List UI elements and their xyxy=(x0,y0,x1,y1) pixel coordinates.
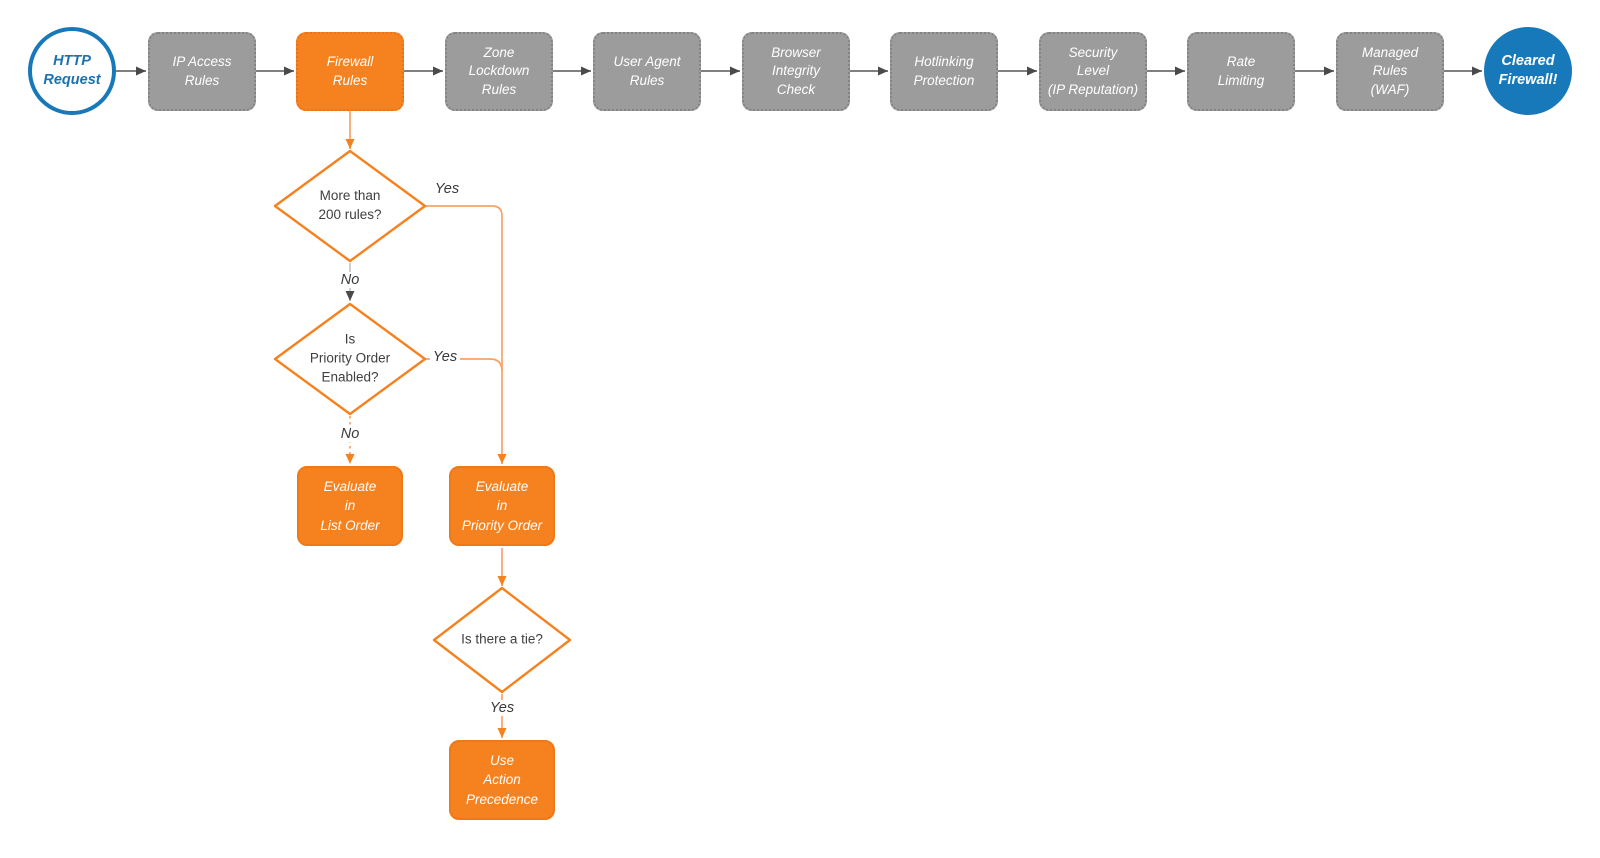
pipeline-box-rate-limiting: Rate Limiting xyxy=(1187,32,1295,111)
pipeline-box-label: User Agent Rules xyxy=(613,53,681,88)
decision-diamonds xyxy=(273,149,572,694)
decision-priority-order-enabled-shape xyxy=(273,302,427,416)
pipeline-box-label: Managed Rules (WAF) xyxy=(1361,44,1419,97)
edge-decision2-yes xyxy=(425,358,503,372)
edge-label-decision3-yes: Yes xyxy=(486,700,518,716)
decision-is-there-a-tie-shape xyxy=(432,586,572,694)
end-node-cleared-firewall: Cleared Firewall! xyxy=(1484,27,1572,115)
decision-more-than-200-rules-shape xyxy=(273,149,427,263)
pipeline-box-label: Hotlinking Protection xyxy=(913,53,975,88)
pipeline-box-label: Zone Lockdown Rules xyxy=(468,44,530,97)
pipeline-box-user-agent-rules: User Agent Rules xyxy=(593,32,701,111)
edge-label-decision1-no: No xyxy=(337,272,363,288)
decision-more-than-200-rules-label: More than 200 rules? xyxy=(318,188,382,222)
pipeline-box-label: Firewall Rules xyxy=(326,53,374,88)
start-node-http-request: HTTP Request xyxy=(28,27,116,115)
pipeline-box-label: Browser Integrity Check xyxy=(771,44,821,97)
decision-is-there-a-tie-label: Is there a tie? xyxy=(461,631,543,647)
action-box-label: Evaluate in List Order xyxy=(320,478,380,533)
pipeline-box-label: Rate Limiting xyxy=(1217,53,1265,88)
action-box-label: Use Action Precedence xyxy=(465,752,539,807)
pipeline-box-label: IP Access Rules xyxy=(172,53,232,88)
edge-label-decision2-yes: Yes xyxy=(429,349,461,365)
pipeline-box-browser-integrity-check: Browser Integrity Check xyxy=(742,32,850,111)
action-box-use-action-precedence: Use Action Precedence xyxy=(449,740,555,820)
pipeline-box-ip-access-rules: IP Access Rules xyxy=(148,32,256,111)
pipeline-box-hotlinking-protection: Hotlinking Protection xyxy=(890,32,998,111)
start-node-label: HTTP Request xyxy=(43,53,101,88)
edge-decision1-yes xyxy=(425,205,507,464)
end-node-label: Cleared Firewall! xyxy=(1498,53,1558,88)
action-box-label: Evaluate in Priority Order xyxy=(461,478,543,533)
action-box-evaluate-in-list-order: Evaluate in List Order xyxy=(297,466,403,546)
pipeline-box-label: Security Level (IP Reputation) xyxy=(1047,44,1139,97)
edge-label-decision1-yes: Yes xyxy=(434,181,460,197)
pipeline-box-zone-lockdown-rules: Zone Lockdown Rules xyxy=(445,32,553,111)
edge-label-decision2-no: No xyxy=(337,426,363,442)
decision-priority-order-enabled-label: Is Priority Order Enabled? xyxy=(309,331,391,385)
pipeline-box-firewall-rules: Firewall Rules xyxy=(296,32,404,111)
pipeline-box-security-level: Security Level (IP Reputation) xyxy=(1039,32,1147,111)
pipeline-box-managed-rules-waf: Managed Rules (WAF) xyxy=(1336,32,1444,111)
action-box-evaluate-in-priority-order: Evaluate in Priority Order xyxy=(449,466,555,546)
